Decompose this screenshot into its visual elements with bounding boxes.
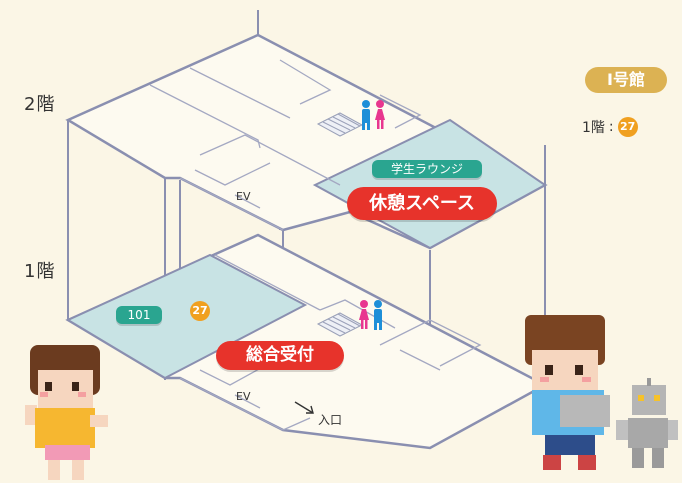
floor-label-2f: 2階 — [24, 94, 56, 115]
entrance-arrow-icon — [294, 401, 314, 414]
room-101-tag[interactable]: 101 — [116, 306, 162, 324]
student-girl-illustration — [25, 345, 108, 480]
restroom-icon-lower — [359, 300, 382, 330]
reception-label[interactable]: 総合受付 — [216, 341, 344, 370]
restroom-icon-upper — [362, 100, 385, 130]
student-lounge-tag[interactable]: 学生ラウンジ — [372, 160, 482, 178]
legend-separator: : — [608, 119, 614, 135]
robot-illustration — [616, 378, 678, 468]
floor-room-legend: 1階 : 27 — [582, 117, 638, 137]
room-number-badge-27: 27 — [190, 301, 210, 321]
rest-space-label[interactable]: 休憩スペース — [347, 187, 497, 220]
elevator-label-lower: EV — [236, 390, 251, 403]
student-boy-illustration — [525, 315, 610, 470]
legend-floor: 1階 — [582, 120, 605, 136]
building-name-badge: Ⅰ号館 — [585, 67, 667, 93]
lower-room-101-area — [65, 253, 308, 380]
elevator-label-upper: EV — [236, 190, 251, 203]
floor-label-1f: 1階 — [24, 261, 56, 282]
entrance-label: 入口 — [318, 413, 343, 427]
legend-room-number-badge: 27 — [617, 117, 638, 137]
